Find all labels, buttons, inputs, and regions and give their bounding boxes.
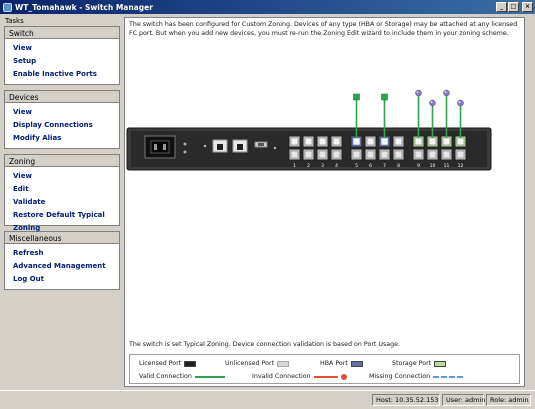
port-number-label: 6 xyxy=(369,163,372,169)
port-number-label: 2 xyxy=(307,163,310,169)
devices-view-link[interactable]: View xyxy=(13,108,32,116)
misc-panel-title: Miscellaneous xyxy=(5,232,119,244)
port-number-label: 8 xyxy=(397,163,400,169)
enable-inactive-ports-link[interactable]: Enable Inactive Ports xyxy=(13,70,97,78)
invalid-connection-line xyxy=(313,375,338,378)
port-number-label: 7 xyxy=(383,163,386,169)
devices-panel-title: Devices xyxy=(5,91,119,103)
legend-hba: HBA Port xyxy=(320,360,363,367)
maximize-button[interactable]: □ xyxy=(508,2,519,12)
cable-port-9 xyxy=(415,89,422,138)
main-content-pane: The switch has been configured for Custo… xyxy=(124,17,525,387)
invalid-connection-icon xyxy=(340,373,347,380)
switch-setup-link[interactable]: Setup xyxy=(13,57,37,65)
port-number-label: 3 xyxy=(321,163,324,169)
fc-port-2[interactable]: 2 xyxy=(302,135,315,169)
legend-licensed: Licensed Port xyxy=(139,360,197,367)
zoning-view-link[interactable]: View xyxy=(13,172,32,180)
storage-port-swatch xyxy=(434,360,447,367)
usb-port[interactable] xyxy=(254,141,268,148)
log-out-link[interactable]: Log Out xyxy=(13,275,44,283)
ethernet-port[interactable] xyxy=(232,139,248,153)
display-connections-link[interactable]: Display Connections xyxy=(13,121,93,129)
zoning-panel-title: Zoning xyxy=(5,155,119,167)
port-number-label: 1 xyxy=(293,163,296,169)
hba-port-swatch xyxy=(350,360,363,367)
misc-panel: Miscellaneous Refresh Advanced Managemen… xyxy=(4,231,120,290)
zoning-edit-link[interactable]: Edit xyxy=(13,185,29,193)
port-number-label: 10 xyxy=(430,163,436,169)
window-title: WT_Tomahawk - Switch Manager xyxy=(15,2,153,12)
minimize-button[interactable]: _ xyxy=(496,2,507,12)
cable-port-5 xyxy=(353,93,360,138)
switch-panel: Switch View Setup Enable Inactive Ports xyxy=(4,26,120,85)
modify-alias-link[interactable]: Modify Alias xyxy=(13,134,62,142)
connection-legend: Licensed Port Unlicensed Port HBA Port S… xyxy=(129,354,520,384)
fc-port-6[interactable]: 6 xyxy=(364,135,377,169)
legend-valid-connection: Valid Connection xyxy=(139,373,225,380)
cable-port-10 xyxy=(429,99,436,138)
zoning-validate-link[interactable]: Validate xyxy=(13,198,46,206)
missing-connection-line xyxy=(433,375,464,378)
tasks-label: Tasks xyxy=(5,17,24,25)
cable-port-7 xyxy=(381,93,388,138)
host-status: Host: 10.35.52.153 xyxy=(372,394,440,406)
status-bar: Host: 10.35.52.153 User: admin Role: adm… xyxy=(0,390,535,409)
legend-unlicensed: Unlicensed Port xyxy=(225,360,290,367)
role-status: Role: admin xyxy=(486,394,531,406)
window-controls: _ □ × xyxy=(496,2,533,12)
devices-panel: Devices View Display Connections Modify … xyxy=(4,90,120,149)
app-icon xyxy=(3,2,12,12)
licensed-port-swatch xyxy=(184,360,197,367)
ethernet-port[interactable] xyxy=(212,139,228,153)
switch-panel-title: Switch xyxy=(5,27,119,39)
fc-port-10[interactable]: 10 xyxy=(426,135,439,169)
user-status: User: admin xyxy=(442,394,485,406)
port-number-label: 11 xyxy=(444,163,450,169)
fc-port-8[interactable]: 8 xyxy=(392,135,405,169)
cable-port-11 xyxy=(443,89,450,138)
port-number-label: 12 xyxy=(458,163,464,169)
legend-invalid-connection: Invalid Connection xyxy=(252,373,347,380)
window-titlebar: WT_Tomahawk - Switch Manager _ □ × xyxy=(0,0,535,14)
power-inlet xyxy=(144,135,176,159)
zoning-notice: The switch has been configured for Custo… xyxy=(129,21,518,37)
port-number-label: 5 xyxy=(355,163,358,169)
zoning-panel: Zoning View Edit Validate Restore Defaul… xyxy=(4,154,120,232)
valid-connection-line xyxy=(194,375,225,378)
refresh-link[interactable]: Refresh xyxy=(13,249,44,257)
advanced-management-link[interactable]: Advanced Management xyxy=(13,262,106,270)
close-button[interactable]: × xyxy=(522,2,533,12)
cable-port-12 xyxy=(457,99,464,138)
zoning-status-message: The switch is set Typical Zoning. Device… xyxy=(129,341,401,348)
fc-port-4[interactable]: 4 xyxy=(330,135,343,169)
fc-port-1[interactable]: 1 xyxy=(288,135,301,169)
fc-port-11[interactable]: 11 xyxy=(440,135,453,169)
unlicensed-port-swatch xyxy=(277,360,290,367)
switch-view-link[interactable]: View xyxy=(13,44,32,52)
task-sidebar: Switch View Setup Enable Inactive Ports … xyxy=(4,26,120,295)
restore-default-zoning-link[interactable]: Restore Default Typical Zoning xyxy=(13,211,105,232)
port-number-label: 4 xyxy=(335,163,338,169)
legend-missing-connection: Missing Connection xyxy=(369,373,464,380)
legend-storage: Storage Port xyxy=(392,360,447,367)
fc-port-3[interactable]: 3 xyxy=(316,135,329,169)
port-number-label: 9 xyxy=(417,163,420,169)
